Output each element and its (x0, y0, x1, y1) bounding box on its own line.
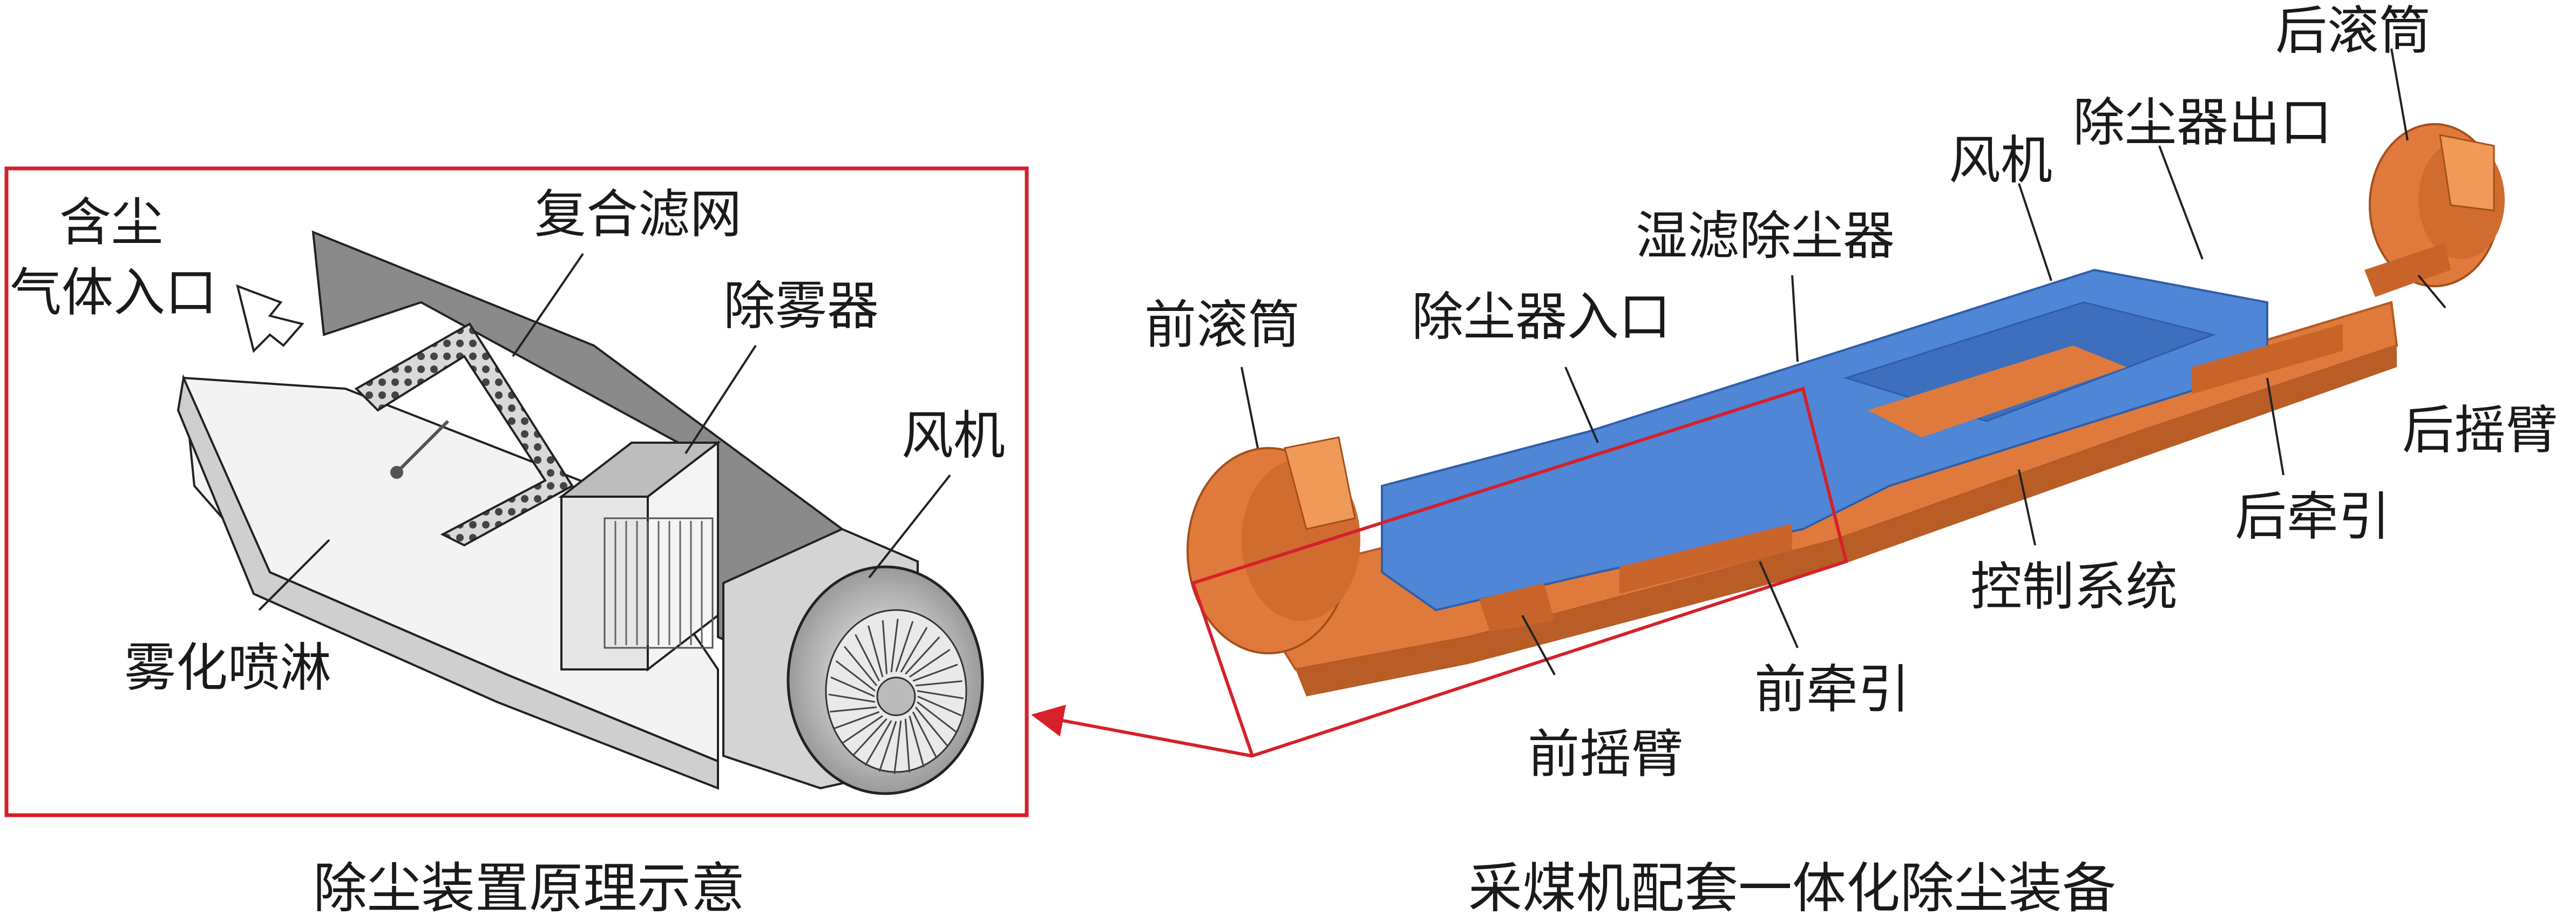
label-atomizing-spray: 雾化喷淋 (124, 638, 331, 698)
demister-box (558, 440, 721, 672)
right-panel: 后滚筒 除尘器出口 风机 湿滤除尘器 前滚筒 除尘器入口 后摇臂 后牵引 控制系… (1144, 1, 2558, 784)
fan-blade (917, 701, 957, 733)
caption-right: 采煤机配套一体化除尘装备 (1468, 857, 2116, 920)
fan-blade (905, 636, 940, 675)
label-dust-outlet: 除尘器出口 (2073, 92, 2332, 153)
label-front-drum: 前滚筒 (1144, 295, 1300, 355)
fan-blade (842, 715, 883, 744)
label-front-traction: 前牵引 (1754, 659, 1910, 720)
fan-blade (844, 646, 878, 686)
left-panel-frame (4, 166, 1029, 817)
spray-nozzle-head (390, 466, 403, 479)
label-fan-left: 风机 (901, 405, 1005, 466)
fan-blade (852, 718, 887, 757)
fan-blade (909, 715, 925, 768)
label-dust-gas-inlet-2: 气体入口 (10, 262, 217, 323)
fan-blade (828, 693, 876, 703)
fan-blade (914, 707, 948, 747)
connector-arrow (1031, 705, 1252, 757)
leader-composite-filter (512, 253, 584, 357)
fan-unit (722, 527, 984, 795)
fan-blade (915, 680, 962, 687)
label-fan-right: 风机 (1949, 130, 2052, 191)
rear-traction (2192, 324, 2343, 394)
fan-blade (904, 719, 911, 773)
fan-blade (900, 627, 928, 673)
right-leader-lines (1240, 48, 2446, 675)
leader-atomizing-spray (258, 539, 330, 611)
label-rear-traction: 后牵引 (2235, 486, 2390, 547)
fan-blade (893, 720, 902, 774)
fan-blade (912, 711, 938, 759)
fan-blade (917, 695, 962, 716)
fan-blade (834, 711, 880, 729)
fan-blade (830, 706, 877, 713)
fan-blade (895, 621, 914, 672)
fan-blade (917, 690, 964, 700)
left-panel: 含尘 气体入口 复合滤网 除雾器 风机 雾化喷淋 (4, 166, 1029, 817)
fan-blade (867, 625, 884, 678)
fan-blade (855, 634, 880, 682)
caption-left: 除尘装置原理示意 (313, 857, 745, 920)
front-traction (1619, 524, 1792, 594)
machine-body-side (1296, 346, 2397, 696)
leader-fan (868, 474, 951, 579)
fan-blade (864, 720, 892, 766)
label-wet-filter-collector: 湿滤除尘器 (1636, 206, 1895, 266)
label-dust-gas-inlet-1: 含尘 (59, 192, 163, 253)
fan-blade (830, 676, 875, 697)
label-rear-rocker-arm: 后摇臂 (2402, 400, 2558, 460)
fan-blade (878, 721, 897, 772)
front-rocker-arm (1479, 583, 1555, 632)
label-front-rocker-arm: 前摇臂 (1528, 724, 1683, 784)
leader-demister (684, 344, 757, 455)
inlet-arrow-icon (236, 284, 304, 353)
label-dust-inlet: 除尘器入口 (1412, 287, 1671, 347)
highlight-frame (1191, 387, 1848, 758)
fan-blade (890, 619, 899, 673)
fan-blade (909, 649, 951, 678)
spray-nozzle (392, 419, 450, 477)
rear-rocker-arm (2364, 243, 2451, 297)
composite-filter (354, 322, 574, 547)
fan-blade (835, 660, 876, 692)
fan-blade (912, 663, 958, 682)
label-rear-drum: 后滚筒 (2275, 1, 2431, 61)
label-control-system: 控制系统 (1970, 557, 2178, 617)
collector-inner-orange (1868, 346, 2127, 437)
fan-blade (882, 620, 888, 674)
front-drum (1187, 436, 1360, 654)
label-composite-filter: 复合滤网 (534, 184, 742, 245)
rear-drum (2369, 123, 2505, 287)
label-demister: 除雾器 (723, 276, 879, 336)
